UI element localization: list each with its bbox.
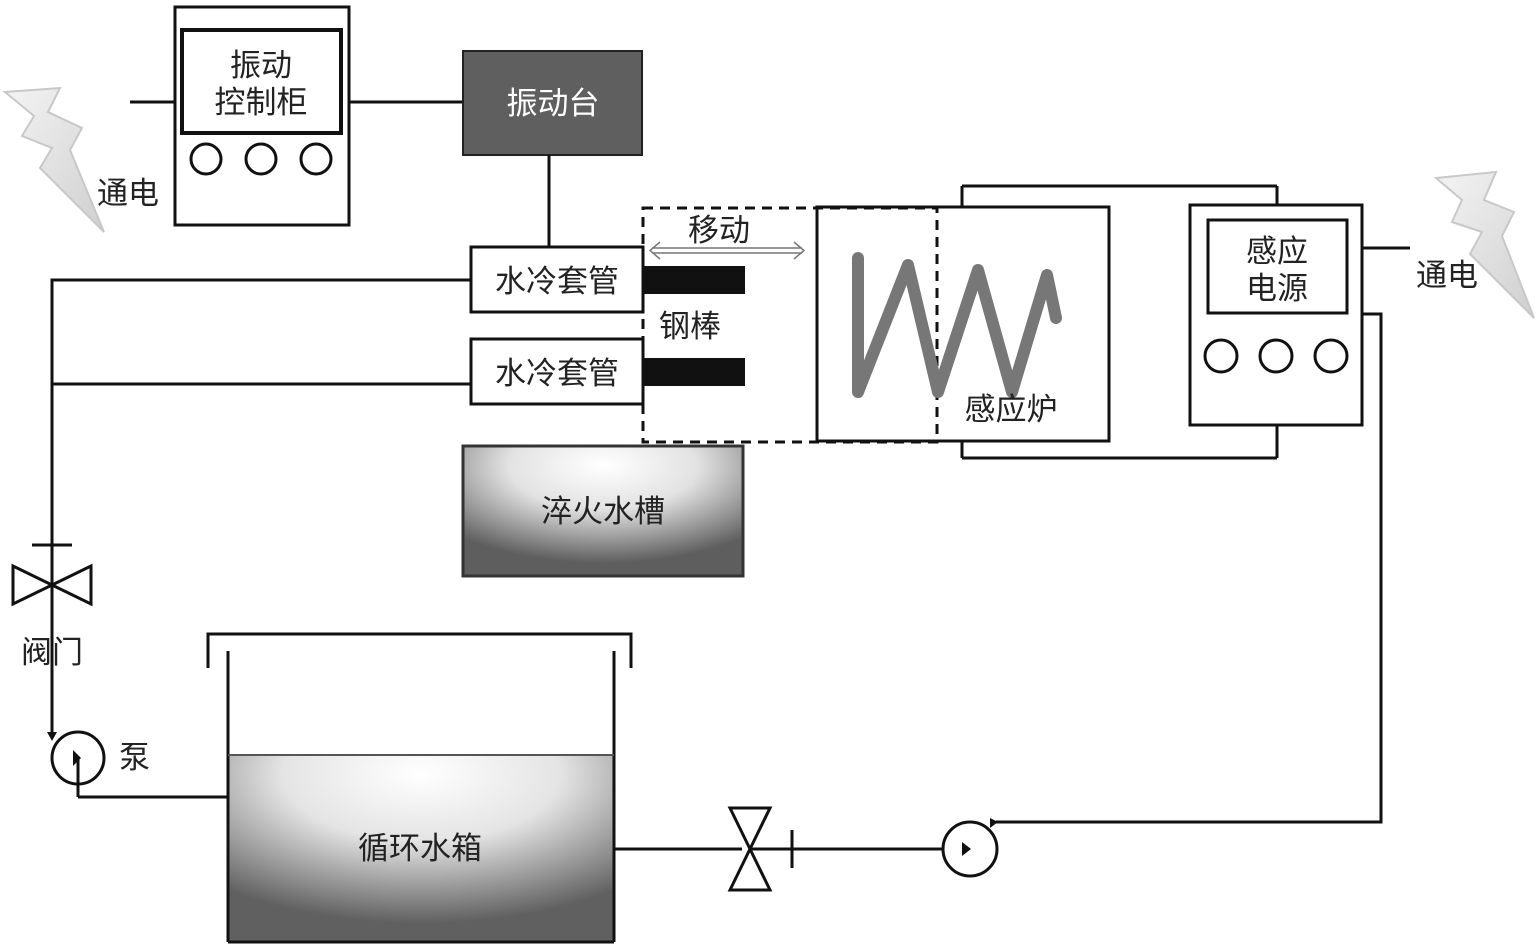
lightning-bolt-right-icon — [1433, 170, 1535, 319]
movement-region — [641, 206, 939, 444]
knob-icon — [299, 142, 333, 176]
move-label: 移动 — [688, 213, 750, 249]
knob-icon — [189, 142, 223, 176]
induction-power-label-line1: 感应 — [1246, 234, 1308, 270]
pump-icon — [47, 730, 106, 797]
circulating-water-tank-label: 循环水箱 — [358, 831, 482, 867]
vibration-controller-label-line1: 振动 — [230, 48, 292, 84]
circulating-water-tank — [206, 632, 633, 944]
induction-coil-icon — [852, 252, 1062, 398]
water-cooling-jacket-bottom-label: 水冷套管 — [495, 356, 619, 392]
steel-rod-bottom — [643, 358, 745, 386]
quench-water-tank — [461, 444, 745, 578]
pump-right-icon — [941, 818, 999, 878]
induction-power-supply — [1188, 203, 1364, 427]
valve-right-icon — [727, 806, 794, 892]
vibration-table — [462, 50, 643, 156]
induction-power-label-line2: 电源 — [1246, 271, 1308, 307]
move-arrow-icon — [648, 241, 806, 260]
furnace-label: 感应炉 — [965, 392, 1058, 428]
pump-label: 泵 — [119, 740, 150, 776]
power-label-left: 通电 — [97, 176, 159, 212]
induction-furnace — [815, 184, 1279, 460]
water-cooling-jacket-bottom — [469, 337, 645, 406]
knob-icon — [1258, 338, 1294, 374]
lightning-bolt-left-icon — [2, 86, 105, 233]
water-cooling-jacket-top-label: 水冷套管 — [495, 264, 619, 300]
cooling-pipe-left — [50, 278, 471, 732]
steel-rod-top — [643, 266, 745, 294]
vibration-table-label: 振动台 — [507, 86, 600, 122]
valve-icon — [11, 543, 93, 607]
knob-icon — [1313, 338, 1349, 374]
knob-icon — [244, 142, 278, 176]
vibration-controller-label-line2: 控制柜 — [215, 85, 308, 121]
power-label-right: 通电 — [1416, 258, 1478, 294]
valve-label: 阀门 — [21, 635, 83, 671]
quench-water-tank-label: 淬火水槽 — [541, 494, 665, 530]
vibration-control-cabinet — [173, 5, 351, 227]
knob-icon — [1203, 338, 1239, 374]
water-cooling-jacket-top — [469, 245, 645, 314]
steel-rod-label: 钢棒 — [659, 309, 721, 345]
